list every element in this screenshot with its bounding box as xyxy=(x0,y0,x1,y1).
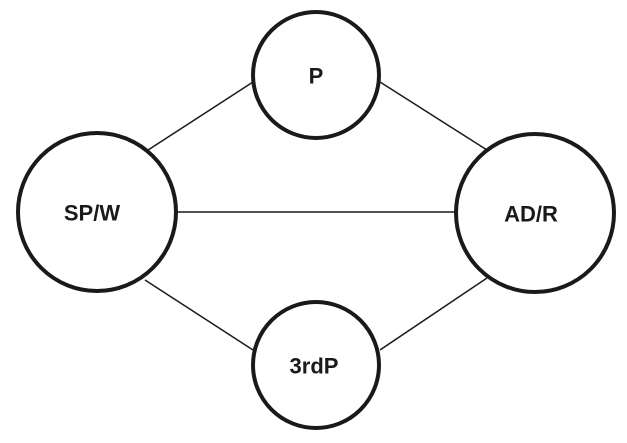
node-p-circle xyxy=(251,10,381,140)
node-3rdp-circle xyxy=(251,300,381,430)
node-spw: SP/W xyxy=(16,131,178,293)
node-spw-circle xyxy=(16,131,178,293)
node-3rdp: 3rdP xyxy=(251,300,381,430)
node-spw-label: SP/W xyxy=(64,201,120,226)
edge-spw-p xyxy=(144,81,254,153)
node-3rdp-label: 3rdP xyxy=(290,354,339,379)
node-adr-label: AD/R xyxy=(504,202,558,227)
node-p: P xyxy=(251,10,381,140)
node-adr-circle xyxy=(454,132,616,294)
edge-p-adr xyxy=(379,81,488,151)
node-adr: AD/R xyxy=(454,132,616,294)
node-p-label: P xyxy=(309,64,324,89)
edge-3rdp-adr xyxy=(379,277,488,351)
edge-spw-3rdp xyxy=(144,279,254,351)
